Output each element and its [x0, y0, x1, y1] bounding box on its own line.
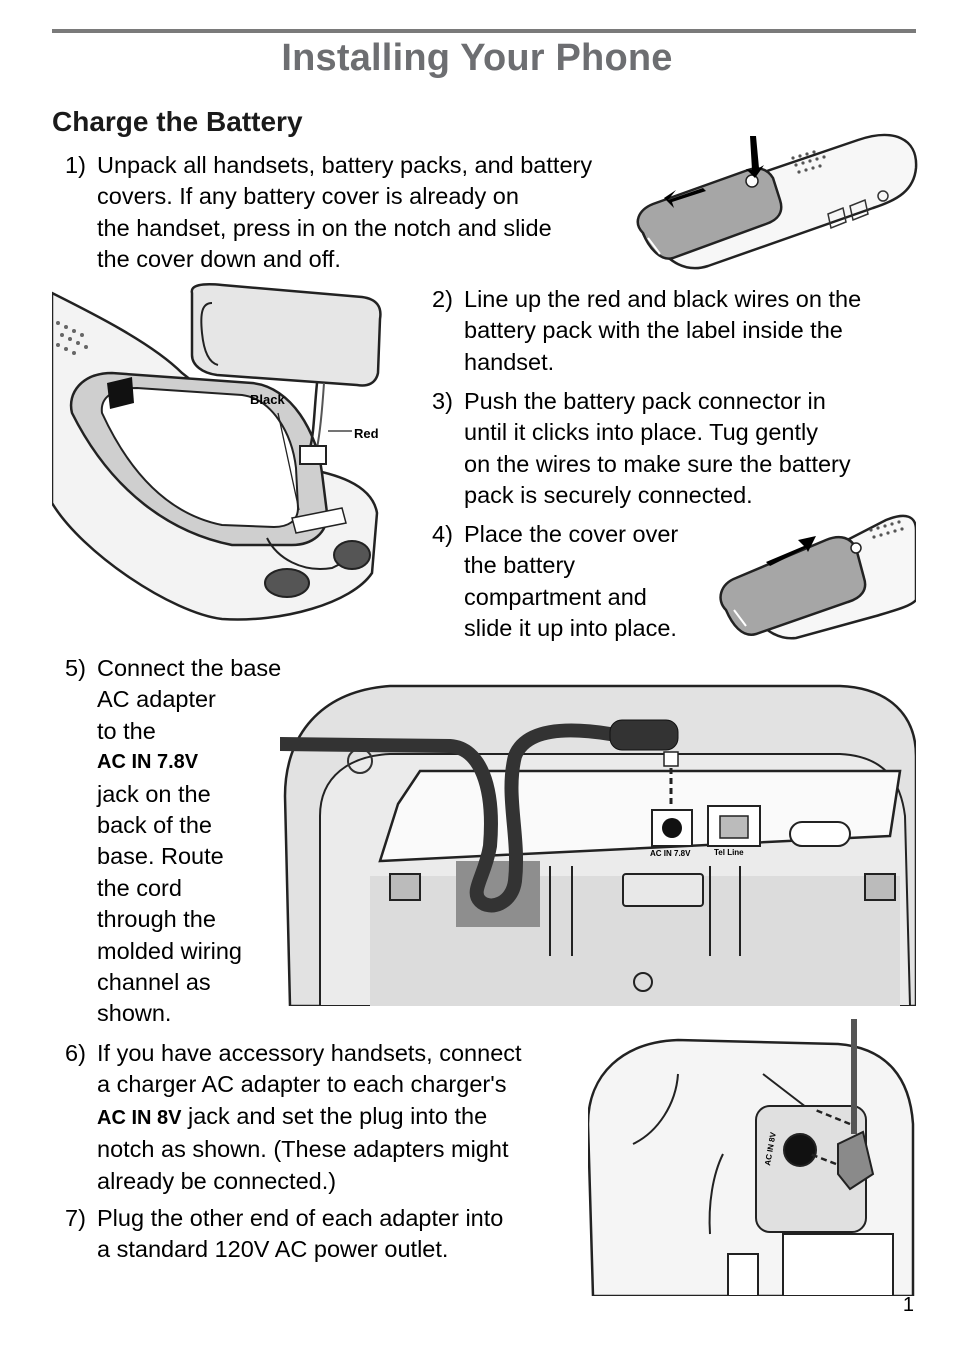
step-text-line: already be connected.) [97, 1167, 337, 1194]
step-number: 3) [432, 388, 453, 414]
step-text-line: base. Route [97, 843, 224, 870]
step-text-line: AC adapter [97, 686, 216, 713]
step-text-line: Push the battery pack connector in [464, 388, 826, 414]
step-text-line: If you have accessory handsets, connect [97, 1040, 522, 1066]
step-text-line: Place the cover over [464, 521, 679, 547]
black-wire-label: Black [250, 392, 285, 407]
red-wire-label: Red [354, 426, 379, 441]
step-5: 5) Connect the base AC adapter to the AC… [65, 653, 282, 1030]
step-text-line: the battery [464, 552, 576, 579]
step-text-line: compartment and [464, 583, 647, 610]
step-text-line: Connect the base [97, 655, 282, 681]
step-text-line: a standard 120V AC power outlet. [97, 1236, 449, 1263]
step-text-line: Plug the other end of each adapter into [97, 1205, 504, 1231]
step-1: 1) Unpack all handsets, battery packs, a… [65, 150, 593, 276]
step-text-line: pack is securely connected. [464, 482, 753, 509]
top-rule [52, 29, 916, 33]
page-title: Installing Your Phone [281, 37, 673, 79]
step-text-line: the cover down and off. [97, 246, 341, 273]
step-text-line: covers. If any battery cover is already … [97, 183, 519, 210]
step-number: 2) [432, 286, 453, 312]
step-text-line: jack on the [97, 780, 211, 807]
step-text-line: channel as [97, 969, 211, 996]
handset-cover-install-illustration [719, 514, 916, 640]
step-2: 2) Line up the red and black wires on th… [432, 284, 862, 378]
step-text-line: battery pack with the label inside the [464, 317, 843, 344]
battery-compartment-illustration: Black Red [52, 283, 382, 621]
step-number: 1) [65, 152, 86, 178]
step-text-line: AC IN 8V jack and set the plug into the [97, 1101, 522, 1134]
step-text-line: the cord [97, 874, 182, 901]
step-text-line: a charger AC adapter to each charger's [97, 1071, 507, 1098]
step-text-fragment: jack and set the plug into the [181, 1102, 488, 1129]
step-6: 6) If you have accessory handsets, conne… [65, 1038, 522, 1197]
step-text-line: through the [97, 906, 216, 933]
base-back-illustration: AC IN 7.8V Tel Line [280, 684, 916, 1006]
step-number: 7) [65, 1205, 86, 1231]
step-text-line: the handset, press in on the notch and s… [97, 214, 552, 241]
charger-illustration: AC IN 8V [588, 1019, 915, 1296]
handset-cover-removal-illustration [636, 133, 918, 270]
tel-line-port-label: Tel Line [714, 848, 744, 857]
step-text-line: slide it up into place. [464, 615, 677, 642]
step-number: 6) [65, 1040, 86, 1066]
step-text-line: molded wiring [97, 937, 242, 964]
step-4: 4) Place the cover over the battery comp… [432, 519, 679, 645]
step-number: 4) [432, 521, 453, 547]
ac-in-port-label: AC IN 7.8V [650, 849, 691, 858]
step-text-line: to the [97, 717, 156, 744]
step-text-line: Unpack all handsets, battery packs, and … [97, 152, 593, 178]
step-7: 7) Plug the other end of each adapter in… [65, 1203, 504, 1266]
step-text-line: shown. [97, 1000, 172, 1027]
jack-label: AC IN 8V [97, 1106, 182, 1129]
page-number: 1 [902, 1294, 914, 1316]
step-3: 3) Push the battery pack connector in un… [432, 386, 851, 512]
step-number: 5) [65, 655, 86, 681]
step-text-line: handset. [464, 348, 555, 375]
step-text-line: Line up the red and black wires on the [464, 286, 862, 312]
jack-label: AC IN 7.8V [97, 751, 199, 774]
section-heading: Charge the Battery [52, 106, 303, 137]
step-text-line: notch as shown. (These adapters might [97, 1136, 509, 1163]
step-text-line: on the wires to make sure the battery [464, 450, 851, 477]
step-text-line: until it clicks into place. Tug gently [464, 419, 818, 446]
step-text-line: back of the [97, 812, 212, 839]
